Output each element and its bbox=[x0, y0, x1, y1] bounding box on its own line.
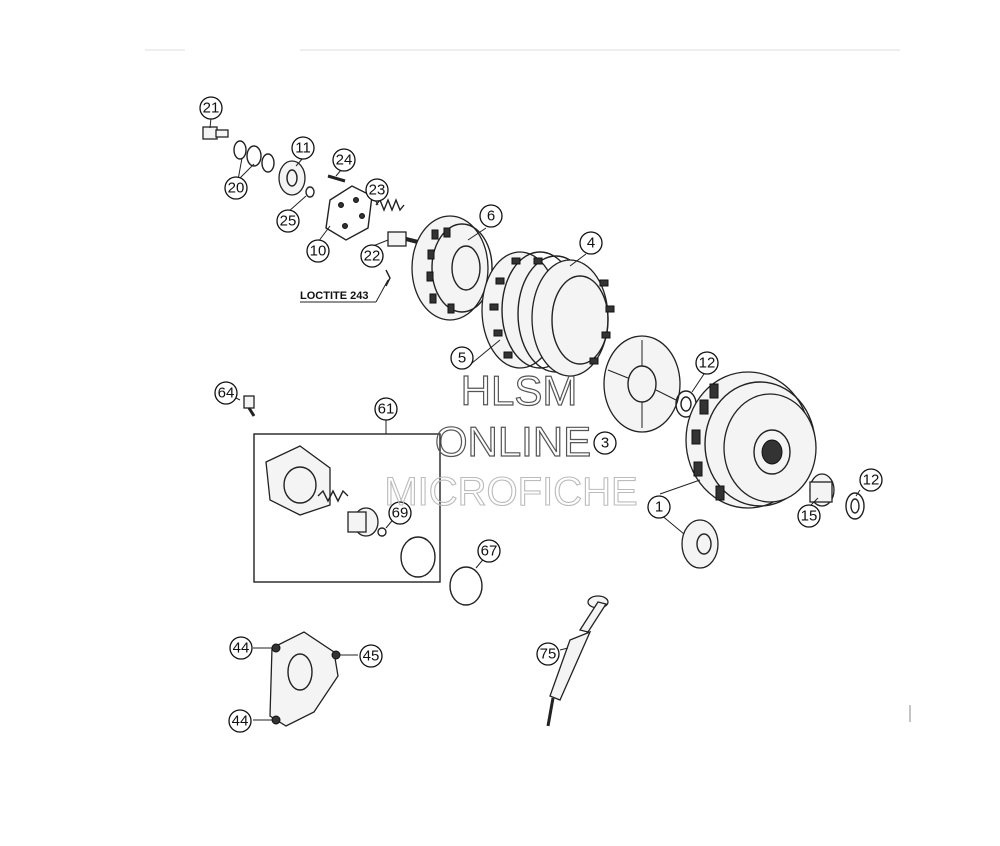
svg-text:61: 61 bbox=[378, 401, 395, 418]
bolt-21 bbox=[202, 126, 229, 140]
spring-23 bbox=[375, 198, 405, 212]
callout-15: 15 bbox=[797, 504, 821, 528]
svg-text:5: 5 bbox=[458, 350, 466, 367]
svg-text:10: 10 bbox=[310, 243, 327, 260]
callout-24: 24 bbox=[332, 148, 356, 172]
callout-22: 22 bbox=[360, 244, 384, 268]
callout-6: 6 bbox=[479, 204, 503, 228]
callout-44-top: 44 bbox=[229, 636, 253, 660]
slave-cylinder-body bbox=[265, 445, 331, 516]
svg-text:23: 23 bbox=[369, 182, 386, 199]
tool-75 bbox=[546, 595, 609, 727]
svg-text:6: 6 bbox=[487, 208, 495, 225]
pin-25 bbox=[305, 186, 315, 198]
callout-12-center: 12 bbox=[695, 351, 719, 375]
svg-text:44: 44 bbox=[233, 640, 250, 657]
slave-cylinder-kit-box bbox=[253, 433, 441, 583]
svg-text:24: 24 bbox=[336, 152, 353, 169]
callout-45: 45 bbox=[359, 644, 383, 668]
seal-ring bbox=[400, 536, 436, 578]
svg-text:75: 75 bbox=[540, 646, 557, 663]
callout-44-bottom: 44 bbox=[228, 709, 252, 733]
watermark-line3: MICROFICHE bbox=[384, 470, 637, 514]
svg-text:3: 3 bbox=[601, 435, 609, 452]
screw-24 bbox=[327, 174, 346, 183]
svg-text:12: 12 bbox=[699, 355, 716, 372]
callout-61: 61 bbox=[374, 397, 398, 421]
leader-lines bbox=[209, 117, 861, 721]
watermark-line1: HLSM bbox=[461, 367, 578, 414]
inner-hub-6 bbox=[411, 215, 493, 321]
watermark-line2: ONLINE bbox=[435, 418, 591, 465]
svg-text:64: 64 bbox=[218, 385, 235, 402]
callout-69: 69 bbox=[388, 501, 412, 525]
clutch-plates-4 bbox=[481, 251, 615, 377]
callout-3: 3 bbox=[593, 431, 617, 455]
bleeder-screw-64 bbox=[243, 395, 256, 417]
primary-gear bbox=[681, 519, 719, 569]
callout-75: 75 bbox=[536, 642, 560, 666]
svg-text:21: 21 bbox=[203, 100, 220, 117]
svg-text:11: 11 bbox=[295, 140, 311, 157]
o-ring-69 bbox=[377, 527, 387, 537]
callout-12-right: 12 bbox=[859, 468, 883, 492]
callout-25: 25 bbox=[276, 209, 300, 233]
callout-21: 21 bbox=[199, 96, 223, 120]
callout-4: 4 bbox=[579, 231, 603, 255]
thrust-washer-12-right bbox=[845, 492, 865, 520]
callout-1: 1 bbox=[647, 495, 671, 519]
svg-text:67: 67 bbox=[481, 543, 498, 560]
slave-piston bbox=[347, 507, 379, 537]
svg-text:1: 1 bbox=[655, 499, 663, 516]
bearing-11 bbox=[278, 160, 306, 196]
svg-text:15: 15 bbox=[801, 508, 818, 525]
svg-text:25: 25 bbox=[280, 213, 297, 230]
pressure-plate-3 bbox=[603, 335, 681, 433]
callout-23: 23 bbox=[365, 178, 389, 202]
bushing-15 bbox=[809, 473, 835, 507]
svg-text:45: 45 bbox=[363, 648, 380, 665]
callout-67: 67 bbox=[477, 539, 501, 563]
svg-text:44: 44 bbox=[232, 713, 249, 730]
callout-10: 10 bbox=[306, 239, 330, 263]
clutch-basket-1 bbox=[685, 371, 817, 509]
svg-text:20: 20 bbox=[228, 180, 245, 197]
callout-5: 5 bbox=[450, 346, 474, 370]
svg-text:69: 69 bbox=[392, 505, 409, 522]
svg-text:12: 12 bbox=[863, 472, 880, 489]
spring-bolt-22 bbox=[385, 231, 419, 287]
loctite-note: LOCTITE 243 bbox=[300, 290, 368, 302]
o-ring-67 bbox=[449, 566, 483, 606]
svg-text:22: 22 bbox=[364, 248, 381, 265]
slave-cylinder-cover bbox=[269, 631, 341, 727]
slave-spring bbox=[317, 489, 349, 503]
washers-20 bbox=[233, 140, 275, 173]
callout-64: 64 bbox=[214, 381, 238, 405]
pressure-cap-10 bbox=[325, 185, 373, 241]
callout-11: 11 bbox=[291, 136, 315, 160]
callout-20: 20 bbox=[224, 176, 248, 200]
svg-text:4: 4 bbox=[587, 235, 595, 252]
